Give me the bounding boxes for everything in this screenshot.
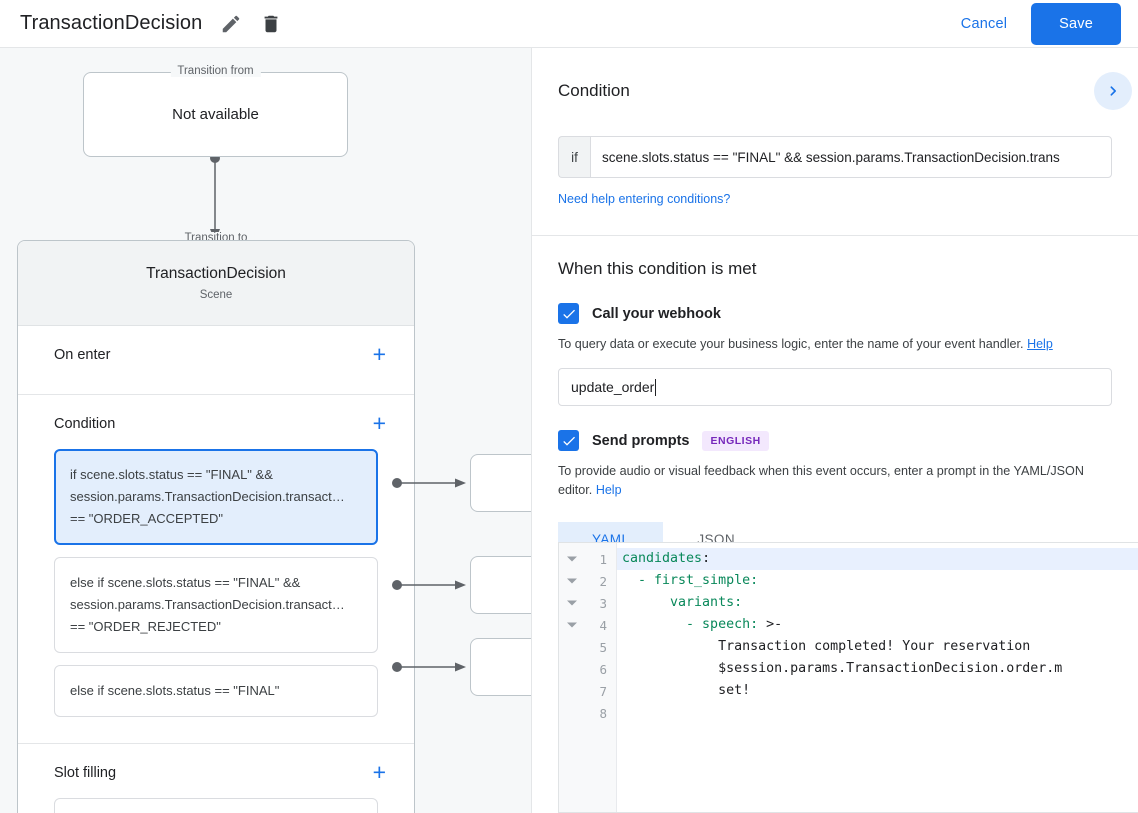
- condition-expression-input[interactable]: scene.slots.status == "FINAL" && session…: [590, 136, 1112, 178]
- condition-line: else if scene.slots.status == "FINAL" &&: [70, 575, 301, 590]
- editor-line-number: 2: [559, 570, 616, 592]
- trash-icon[interactable]: [260, 13, 282, 35]
- call-webhook-label: Call your webhook: [592, 305, 721, 322]
- editor-line-number: 3: [559, 592, 616, 614]
- editor-code-line: set!: [622, 683, 751, 698]
- editor-code-line: variants:: [622, 595, 743, 610]
- add-on-enter-button[interactable]: +: [372, 341, 386, 367]
- add-slot-filling-button[interactable]: +: [372, 759, 386, 785]
- editor-code-area[interactable]: candidates: - first_simple: variants: - …: [617, 543, 1138, 812]
- webhook-help-link[interactable]: Help: [1027, 337, 1053, 351]
- language-badge: ENGLISH: [702, 430, 769, 451]
- transition-from-legend: Transition from: [170, 65, 261, 77]
- send-prompts-description-text: To provide audio or visual feedback when…: [558, 464, 1084, 497]
- condition-line: else if scene.slots.status == "FINAL": [70, 683, 280, 698]
- prompts-help-link[interactable]: Help: [595, 483, 622, 497]
- editor-code-line: candidates:: [617, 548, 1138, 570]
- condition-line: == "ORDER_REJECTED": [70, 619, 221, 634]
- condition-detail-panel: Condition if scene.slots.status == "FINA…: [531, 48, 1138, 813]
- call-webhook-checkbox[interactable]: [558, 303, 579, 324]
- scene-type: Scene: [199, 289, 233, 301]
- app-header: TransactionDecision Cancel Save: [0, 0, 1138, 48]
- add-condition-button[interactable]: +: [372, 410, 386, 436]
- editor-code-line: $session.params.TransactionDecision.orde…: [622, 661, 1063, 676]
- fold-arrow-icon[interactable]: [567, 622, 577, 628]
- section-title-on-enter: On enter: [54, 346, 111, 363]
- event-handler-value: update_order: [571, 379, 655, 395]
- condition-prefix-label: if: [558, 136, 590, 178]
- editor-line-number: 6: [599, 661, 607, 677]
- editor-code-line: [617, 702, 1138, 724]
- editor-code-line: Transaction completed! Your reservation: [622, 639, 1031, 654]
- when-condition-met-title: When this condition is met: [558, 259, 757, 278]
- section-on-enter: On enter +: [18, 326, 414, 395]
- page-title: TransactionDecision: [20, 12, 203, 34]
- editor-code-line: - first_simple:: [622, 573, 759, 588]
- slot-validation-card[interactable]: Slot validation: [54, 798, 378, 813]
- send-prompts-description: To provide audio or visual feedback when…: [558, 462, 1112, 500]
- editor-line-number: 8: [599, 705, 607, 721]
- save-button[interactable]: Save: [1031, 2, 1121, 45]
- scene-name: TransactionDecision: [146, 265, 286, 282]
- scene-card-header: TransactionDecision Scene: [18, 241, 414, 326]
- section-slot-filling: Slot filling + Slot validation: [18, 744, 414, 813]
- header-actions: Cancel Save: [947, 2, 1138, 45]
- condition-line: == "ORDER_ACCEPTED": [70, 511, 223, 526]
- chevron-right-icon[interactable]: [1094, 72, 1132, 110]
- section-title-slot-filling: Slot filling: [54, 764, 117, 781]
- fold-arrow-icon[interactable]: [567, 556, 577, 562]
- panel-divider: [532, 235, 1138, 236]
- editor-line-number: 7: [599, 683, 607, 699]
- editor-line-number: 5: [599, 639, 607, 655]
- call-webhook-row[interactable]: Call your webhook: [558, 303, 1112, 324]
- condition-help-link-wrap: Need help entering conditions?: [558, 190, 1112, 208]
- editor-code-line: - speech: >-: [622, 617, 783, 632]
- need-help-link[interactable]: Need help entering conditions?: [558, 192, 731, 206]
- condition-card-accepted[interactable]: if scene.slots.status == "FINAL" && sess…: [54, 449, 378, 545]
- event-handler-input[interactable]: update_order: [558, 368, 1112, 406]
- scene-card[interactable]: TransactionDecision Scene On enter + Con…: [17, 240, 415, 813]
- section-title-condition: Condition: [54, 415, 116, 432]
- pencil-icon[interactable]: [220, 13, 242, 35]
- section-condition: Condition + if scene.slots.status == "FI…: [18, 395, 414, 744]
- condition-input-row[interactable]: if scene.slots.status == "FINAL" && sess…: [558, 136, 1112, 178]
- cancel-button[interactable]: Cancel: [947, 7, 1021, 41]
- condition-line: if scene.slots.status == "FINAL" &&: [70, 467, 273, 482]
- text-caret: [655, 378, 657, 396]
- call-webhook-description: To query data or execute your business l…: [558, 335, 1112, 354]
- send-prompts-checkbox[interactable]: [558, 430, 579, 451]
- call-webhook-description-text: To query data or execute your business l…: [558, 337, 1024, 351]
- editor-line-number: 1: [559, 548, 616, 570]
- panel-header: Condition: [558, 48, 1132, 110]
- editor-line-number: 4: [559, 614, 616, 636]
- send-prompts-row[interactable]: Send prompts ENGLISH: [558, 430, 1112, 451]
- condition-card-final[interactable]: else if scene.slots.status == "FINAL": [54, 665, 378, 717]
- panel-heading: Condition: [558, 81, 630, 100]
- condition-line: session.params.TransactionDecision.trans…: [70, 597, 345, 612]
- transition-from-box: Transition from Not available: [83, 65, 348, 157]
- send-prompts-label: Send prompts: [592, 432, 690, 449]
- condition-line: session.params.TransactionDecision.trans…: [70, 489, 345, 504]
- fold-arrow-icon[interactable]: [567, 578, 577, 584]
- condition-card-rejected[interactable]: else if scene.slots.status == "FINAL" &&…: [54, 557, 378, 653]
- fold-arrow-icon[interactable]: [567, 600, 577, 606]
- transition-from-value: Not available: [172, 106, 259, 123]
